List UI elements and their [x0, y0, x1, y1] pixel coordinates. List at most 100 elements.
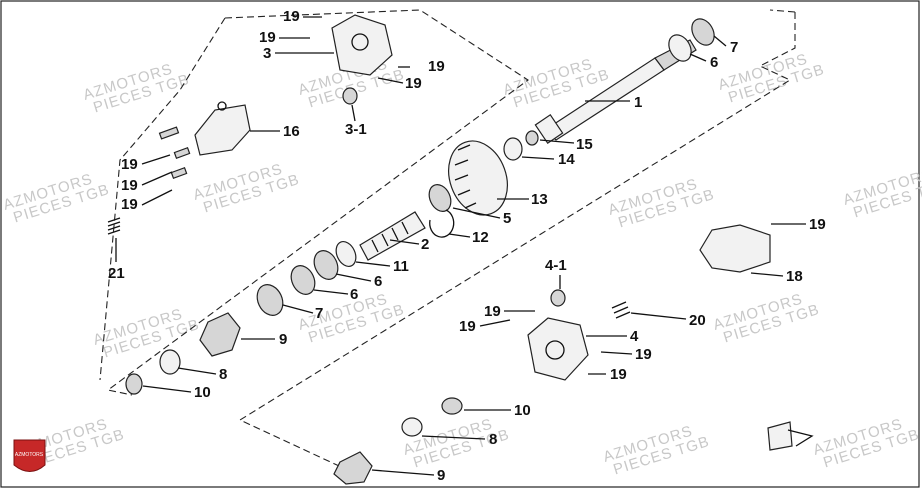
part-13-gear [448, 140, 508, 216]
callout-layer: 1919319193-11619191921761151413512211667… [108, 8, 826, 484]
callout-leader-10a [142, 385, 192, 393]
callout-label-3-1: 3-1 [345, 121, 367, 138]
callout-label-11: 11 [393, 258, 409, 275]
callout-leader-6b [335, 273, 372, 282]
part-9-flange-lower [333, 451, 373, 485]
callout-label-19c: 19 [428, 58, 445, 75]
watermark-text: AZMOTORSPIECES TGB [1, 167, 112, 229]
tgb-emblem-icon [767, 421, 814, 451]
part-4-bearing-housing [527, 317, 589, 381]
part-6-bearing-lower [290, 265, 316, 295]
part-4-1-nut [550, 289, 566, 307]
part-10-washer-lower [441, 397, 463, 415]
watermark-text: AZMOTORSPIECES TGB [606, 172, 717, 234]
part-18-cover [699, 224, 771, 273]
callout-leader-11 [355, 261, 391, 267]
part-12-circlip [429, 209, 455, 238]
callout-label-10a: 10 [194, 384, 211, 401]
callout-label-19f: 19 [121, 177, 138, 194]
callout-leader-6a [689, 53, 707, 62]
azmotors-logo: AZMOTORS [13, 439, 46, 472]
part-8-washer-upper [159, 349, 181, 375]
part-10-washer-upper [125, 373, 143, 395]
callout-leader-19d [377, 77, 404, 84]
callout-label-19e: 19 [121, 156, 138, 173]
callout-label-19g: 19 [121, 196, 138, 213]
part-7-oil-seal-upper [691, 18, 715, 46]
callout-label-2: 2 [421, 236, 429, 253]
watermark-text: AZMOTORSPIECES TGB [711, 287, 822, 349]
callout-label-20: 20 [689, 312, 706, 329]
part-21-spring [107, 217, 121, 235]
callout-leader-5 [452, 207, 501, 219]
callout-leader-20 [630, 312, 687, 320]
upper-assembly-outline [106, 9, 529, 396]
part-11-washer [335, 241, 357, 267]
callout-label-8a: 8 [219, 366, 227, 383]
part-14-washer [503, 137, 523, 161]
callout-label-9a: 9 [279, 331, 287, 348]
callout-leader-7b [282, 304, 314, 314]
callout-label-4-1: 4-1 [545, 257, 567, 274]
watermark-text: AZMOTORSPIECES TGB [601, 419, 712, 481]
callout-label-19b: 19 [259, 29, 276, 46]
callout-label-7a: 7 [730, 39, 738, 56]
callout-label-19i: 19 [484, 303, 501, 320]
callout-leader-18 [750, 272, 784, 277]
callout-label-15: 15 [576, 136, 593, 153]
callout-label-6a: 6 [710, 54, 718, 71]
callout-label-19k: 19 [635, 346, 652, 363]
callout-label-1: 1 [634, 94, 642, 111]
callout-leader-19e [141, 154, 171, 165]
callout-label-19h: 19 [809, 216, 826, 233]
callout-leader-9b [371, 469, 435, 476]
callout-leader-7a [713, 35, 727, 47]
callout-label-21: 21 [108, 265, 125, 282]
part-8-washer-lower [401, 417, 423, 437]
callout-leader-2 [389, 239, 420, 245]
part-5-bearing [428, 184, 452, 212]
callout-label-19j: 19 [459, 318, 476, 335]
bolts-19-left-group [158, 126, 191, 179]
callout-label-10b: 10 [514, 402, 531, 419]
callout-label-19d: 19 [405, 75, 422, 92]
callout-leader-19k [600, 351, 633, 355]
callout-leader-3-1 [351, 104, 356, 122]
part-9-flange-upper [199, 312, 241, 357]
callout-label-19l: 19 [610, 366, 627, 383]
watermark-text: AZMOTORSPIECES TGB [841, 162, 922, 224]
watermark-text: AZMOTORSPIECES TGB [811, 412, 922, 474]
part-15-nut [525, 130, 539, 146]
lower-right-boundary [769, 9, 796, 13]
part-20-spring [611, 301, 631, 319]
callout-label-13: 13 [531, 191, 548, 208]
callout-label-19a: 19 [283, 8, 300, 25]
callout-label-12: 12 [472, 229, 489, 246]
callout-leader-6c [313, 289, 349, 295]
callout-label-7b: 7 [315, 305, 323, 322]
callout-leader-8a [177, 367, 217, 375]
part-7-oil-seal-lower [256, 284, 284, 316]
callout-label-14: 14 [558, 151, 575, 168]
callout-label-3: 3 [263, 45, 271, 62]
upper-left-boundary [99, 17, 226, 381]
watermark-layer: AZMOTORSPIECES TGB AZMOTORSPIECES TGB AZMO… [1, 50, 922, 481]
callout-label-16: 16 [283, 123, 300, 140]
callout-leader-14 [521, 156, 555, 160]
callout-leader-19g [141, 189, 173, 206]
callout-leader-15 [539, 139, 575, 144]
callout-leader-8b [421, 435, 486, 440]
callout-label-6c: 6 [350, 286, 358, 303]
callout-label-9b: 9 [437, 467, 445, 484]
callout-label-8b: 8 [489, 431, 497, 448]
logo-text: AZMOTORS [15, 452, 44, 458]
callout-label-18: 18 [786, 268, 803, 285]
part-3-1-nut [342, 87, 358, 105]
lower-assembly-outline [238, 12, 796, 479]
callout-label-4: 4 [630, 328, 639, 345]
callout-leader-19j [479, 319, 511, 327]
watermark-text: AZMOTORSPIECES TGB [81, 57, 192, 119]
part-6-bearing-middle [313, 250, 339, 280]
